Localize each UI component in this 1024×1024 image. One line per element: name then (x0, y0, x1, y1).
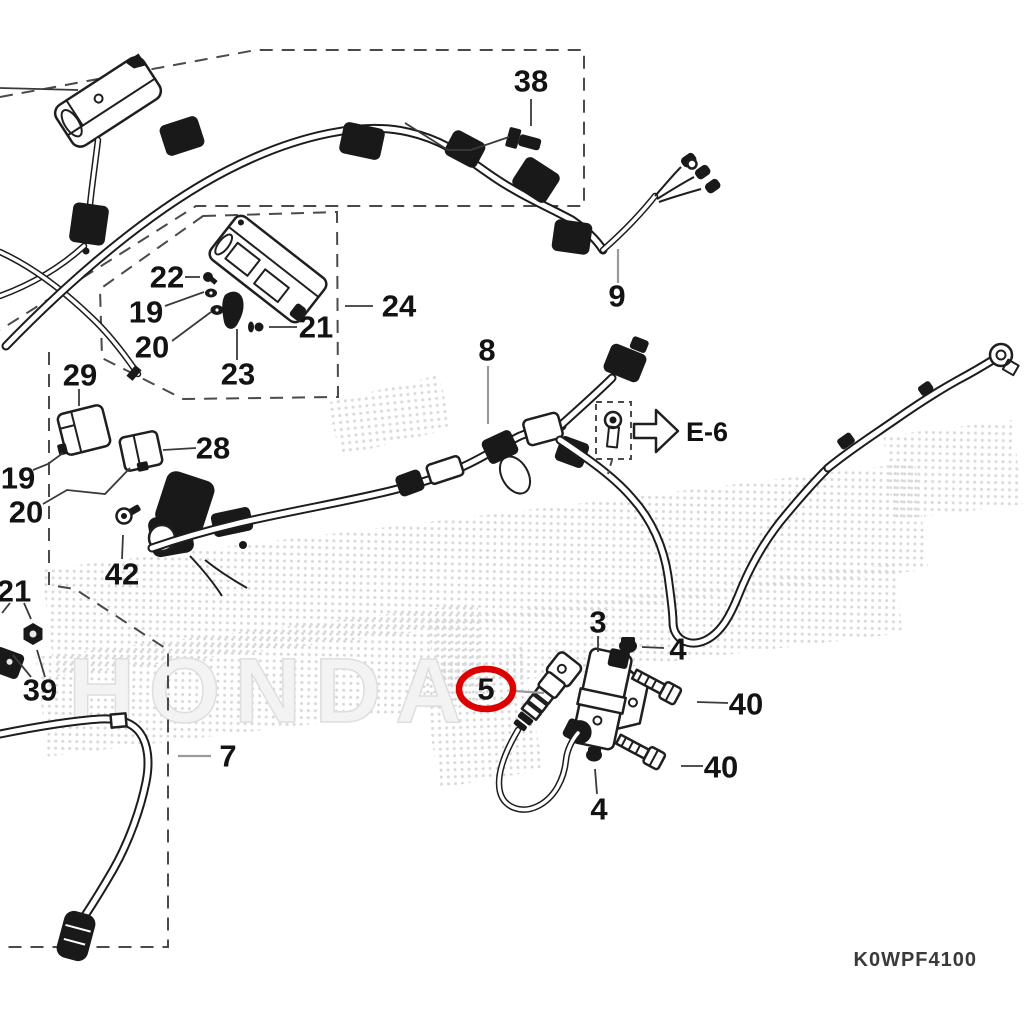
part-label-38: 38 (514, 64, 548, 99)
spark-plug-wire-7 (0, 712, 211, 962)
part-label-28: 28 (196, 431, 230, 466)
bolt-38 (404, 99, 542, 151)
e6-reference: E-6 (595, 401, 728, 475)
relay-29 (56, 389, 112, 456)
sub-harness-9 (599, 152, 721, 254)
part-label-21: 21 (299, 310, 333, 345)
part-label-3: 3 (589, 605, 606, 640)
bolt-40-lower (614, 733, 703, 771)
highlight-circle (455, 665, 517, 713)
fuse-box-24 (164, 214, 373, 360)
part-label-7: 7 (219, 739, 236, 774)
upper-harness (1, 116, 608, 351)
main-harness-8 (147, 336, 833, 648)
part-label-29: 29 (63, 358, 97, 393)
drawing-code: K0WPF4100 (854, 949, 978, 971)
part-label-20: 20 (9, 495, 43, 530)
nut-39-group (0, 602, 46, 679)
right-harness (823, 342, 1020, 473)
e6-label: E-6 (686, 417, 728, 447)
ignition-coil-3 (562, 636, 665, 795)
part-label-19: 19 (1, 461, 35, 496)
spark-plug-cap-5 (455, 651, 583, 813)
honda-watermark: HONDA (68, 640, 475, 742)
bolt-40-upper (630, 668, 729, 706)
part-label-24: 24 (382, 289, 417, 324)
part-label-21: 21 (0, 574, 31, 609)
part-label-20: 20 (135, 330, 169, 365)
label-leaders (486, 249, 620, 424)
bolt-42 (115, 504, 141, 560)
part-label-42: 42 (105, 557, 139, 592)
top-left-component (0, 53, 163, 381)
part-label-4: 4 (669, 632, 687, 667)
part-label-40: 40 (729, 687, 763, 722)
part-label-23: 23 (221, 357, 255, 392)
part-label-8: 8 (478, 333, 495, 368)
e6-arrow-icon (632, 408, 680, 454)
relay-28 (32, 430, 197, 505)
part-label-39: 39 (23, 673, 57, 708)
part-label-19: 19 (129, 295, 163, 330)
part-label-4: 4 (590, 792, 608, 827)
dashed-boundaries (0, 49, 585, 948)
part-label-40: 40 (704, 750, 738, 785)
part-label-9: 9 (608, 279, 625, 314)
part-label-5: 5 (477, 672, 494, 707)
part-label-22: 22 (150, 260, 184, 295)
